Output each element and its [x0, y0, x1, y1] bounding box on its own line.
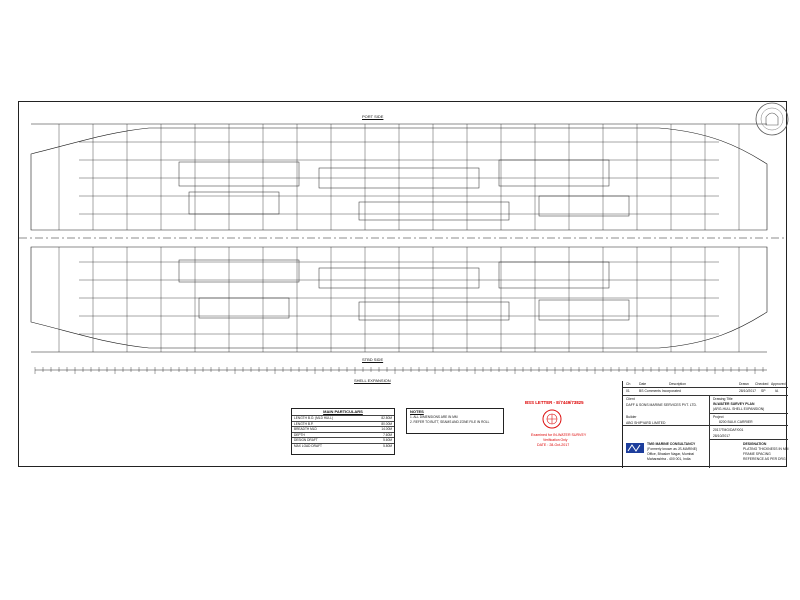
- legend-item: PLATING THICKNESS IN MM: [743, 447, 789, 451]
- particular-value: 80.00M: [381, 421, 392, 426]
- particular-row: BREADTH MLD 14.00M: [292, 426, 394, 432]
- particular-value: 5.60M: [383, 438, 392, 443]
- particular-row: LENGTH B.O. (MLD HULL) 82.80M: [292, 415, 394, 421]
- particular-value: 7.60M: [383, 432, 392, 437]
- consultant-sub: (Formerly known as JS-MARINE): [647, 447, 698, 451]
- main-particulars-title: MAIN PARTICULARS: [323, 409, 363, 414]
- rev-row-drawn: SP: [761, 389, 766, 393]
- rev-header-approved: Approved: [771, 382, 786, 386]
- legend-item: REFERENCE AS PER DRG: [743, 457, 786, 461]
- particular-label: LENGTH B.P.: [294, 421, 314, 426]
- consultant-address-2: Maharashtra - 400 001, India: [647, 457, 691, 461]
- notes-title: NOTES: [410, 409, 424, 414]
- drawing-title: IN-WATER SURVEY PLAN: [713, 402, 755, 406]
- client-name: DAFF & SONS MARINE SERVICES PVT. LTD.: [626, 403, 697, 407]
- particular-row: LENGTH B.P. 80.00M: [292, 420, 394, 427]
- dwg-no: 2017/TMG/DAF/001: [713, 428, 744, 432]
- dwg-date: 28/10/2017: [713, 434, 730, 438]
- builder-name: ABG SHIPYARD LIMITED: [626, 421, 666, 425]
- rev-row-desc: BS Comments Incorporated: [639, 389, 681, 393]
- sheet-title: SHELL EXPANSION: [354, 378, 391, 383]
- port-side-label: PORT SIDE: [362, 114, 384, 119]
- legend-title: DESIGNATION: [743, 442, 767, 446]
- particular-value: 5.80M: [383, 443, 392, 448]
- drawing-title-sub: (ARG-HULL SHELL EXPANSION): [713, 407, 765, 411]
- rev-header-checked: Checked: [755, 382, 769, 386]
- ashoka-emblem-icon: [755, 102, 789, 136]
- particular-value: 14.00M: [381, 427, 392, 432]
- particular-label: LENGTH B.O. (MLD HULL): [294, 416, 333, 420]
- rev-header-ch: Ch: [626, 382, 631, 386]
- approval-text: Examined for IN-WATER SURVEY: [531, 433, 587, 437]
- title-block: Ch Date Description Drawn Checked Approv…: [622, 381, 788, 468]
- rev-row-checked: IA: [775, 389, 779, 393]
- notes-box: NOTES 1. ALL DIMENSIONS ARE IN MM 2. REF…: [406, 408, 504, 434]
- particular-row: MAX LOAD DRAFT 5.80M: [292, 442, 394, 449]
- builder-label: Builder: [626, 415, 637, 419]
- approval-date: DATE : 28-Oct-2017: [537, 443, 570, 447]
- particular-label: DESIGN DRAFT: [294, 438, 318, 443]
- shell-expansion-drawing: [19, 123, 786, 374]
- approval-subtext: Verification Only: [543, 438, 568, 442]
- project-label: Project: [713, 415, 724, 419]
- rev-header-description: Description: [669, 382, 686, 386]
- project-name: 8200 BULK CARRIER: [719, 420, 753, 424]
- note-item: 2. REFER TO BUTT, SEAMS AND ZONE FILE IN…: [410, 420, 490, 424]
- particular-value: 82.80M: [381, 416, 392, 420]
- client-label: Client: [626, 397, 635, 401]
- consultant-address-1: Office, Bhasker Nagar, Mumbai: [647, 452, 695, 456]
- rev-header-drawn: Drawn: [739, 382, 749, 386]
- particular-label: DEPTH: [294, 432, 305, 437]
- particular-label: MAX LOAD DRAFT: [294, 443, 322, 448]
- drawing-sheet: PORT SIDE STBD SIDE SHELL EXPANSION MAIN…: [18, 101, 788, 468]
- rev-row-date: 28/10/2017: [739, 389, 756, 393]
- particular-row: DEPTH 7.60M: [292, 431, 394, 438]
- note-item: 1. ALL DIMENSIONS ARE IN MM: [410, 415, 458, 419]
- particular-label: BREADTH MLD: [294, 427, 317, 432]
- bss-letter-text: BSS LETTER - E/7449/73825: [525, 400, 584, 405]
- consultant-logo-icon: [626, 443, 644, 453]
- legend-item: FRAME SPACING: [743, 452, 771, 456]
- consultant-name: TMG MARINE CONSULTANCY: [647, 442, 696, 446]
- rev-header-date: Date: [639, 382, 647, 386]
- particular-row: DESIGN DRAFT 5.60M: [292, 437, 394, 443]
- main-particulars-table: MAIN PARTICULARS LENGTH B.O. (MLD HULL) 8…: [291, 408, 395, 455]
- rev-row-no: 01: [626, 389, 630, 393]
- starboard-side-label: STBD SIDE: [362, 357, 384, 362]
- approval-seal-icon: [542, 409, 562, 429]
- drawing-title-label: Drawing Title: [713, 397, 733, 401]
